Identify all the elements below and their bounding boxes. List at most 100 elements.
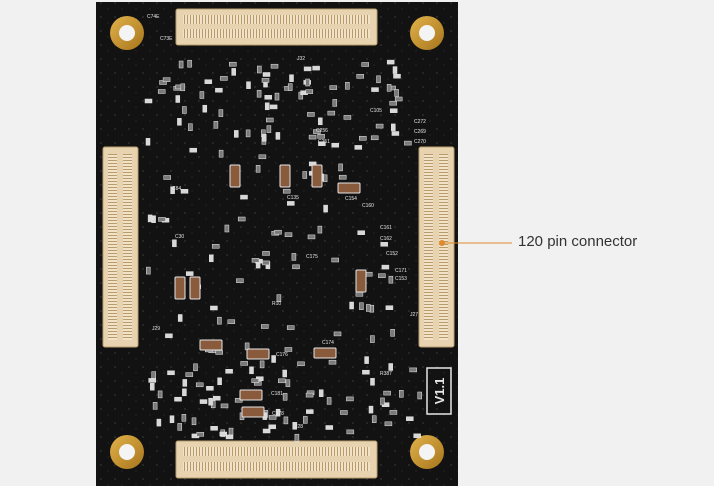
- smd-part: [220, 76, 228, 81]
- smd-part: [303, 416, 308, 424]
- smd-part: [282, 188, 291, 194]
- smd-part: [182, 106, 187, 114]
- smd-part: [394, 96, 403, 102]
- version-mark: V1.1: [426, 367, 452, 415]
- smd-part: [307, 234, 316, 240]
- silk-label: C105: [370, 108, 382, 114]
- smd-part: [261, 324, 269, 329]
- smd-part: [275, 408, 281, 417]
- smd-part: [383, 390, 391, 396]
- smd-part: [213, 121, 219, 129]
- smd-part: [391, 123, 396, 132]
- smd-part: [152, 402, 158, 410]
- capacitor: [279, 164, 291, 188]
- smd-part: [381, 264, 390, 270]
- smd-part: [343, 115, 352, 120]
- smd-part: [217, 316, 222, 325]
- version-mark-text: V1.1: [432, 378, 447, 405]
- smd-part: [389, 100, 397, 106]
- smd-part: [165, 333, 173, 339]
- smd-part: [146, 266, 151, 275]
- smd-part: [199, 399, 208, 404]
- smd-part: [271, 355, 276, 363]
- smd-part: [388, 275, 394, 284]
- smd-part: [270, 63, 279, 69]
- silk-label: C152: [386, 251, 398, 257]
- capacitor: [313, 347, 337, 359]
- silk-label: R10: [272, 301, 281, 307]
- smd-part: [209, 254, 214, 263]
- smd-part: [278, 378, 286, 384]
- smd-part: [169, 415, 175, 423]
- smd-part: [329, 85, 338, 90]
- smd-part: [346, 396, 354, 402]
- smd-part: [224, 224, 230, 233]
- smd-part: [362, 369, 370, 375]
- smd-part: [364, 356, 369, 364]
- capacitor: [174, 276, 186, 300]
- smd-part: [312, 65, 320, 71]
- smd-part: [266, 117, 274, 123]
- smd-part: [237, 216, 246, 222]
- smd-part: [356, 74, 364, 79]
- smd-part: [175, 95, 181, 103]
- smd-part: [371, 415, 377, 423]
- smd-part: [318, 117, 323, 126]
- smd-part: [380, 397, 385, 406]
- smd-part: [385, 305, 394, 310]
- smd-part: [227, 319, 236, 324]
- smd-part: [327, 110, 336, 116]
- smd-part: [346, 429, 355, 435]
- smd-part: [392, 66, 398, 74]
- smd-part: [391, 131, 400, 136]
- smd-part: [354, 145, 363, 150]
- smd-part: [220, 403, 229, 409]
- smd-part: [413, 433, 421, 439]
- smd-part: [404, 140, 412, 146]
- smd-part: [318, 141, 326, 146]
- silk-label: C174: [322, 340, 334, 346]
- smd-part: [307, 112, 315, 117]
- smd-part: [282, 393, 288, 401]
- smd-part: [326, 397, 332, 405]
- smd-part: [177, 423, 183, 431]
- smd-part: [157, 89, 166, 94]
- capacitor: [241, 406, 265, 418]
- silk-label: C74E: [147, 14, 160, 20]
- smd-part: [195, 382, 204, 388]
- smd-part: [289, 74, 294, 82]
- smd-part: [394, 89, 399, 97]
- smd-part: [285, 379, 291, 387]
- smd-part: [245, 129, 251, 138]
- connector-bottom: [175, 440, 378, 479]
- smd-part: [274, 92, 280, 101]
- smd-part: [268, 415, 277, 420]
- smd-part: [206, 386, 214, 391]
- smd-part: [150, 382, 155, 391]
- capacitor: [189, 276, 201, 300]
- silk-label: C270: [414, 139, 426, 145]
- smd-part: [215, 87, 223, 93]
- smd-part: [177, 314, 183, 322]
- smd-part: [210, 426, 218, 431]
- smd-part: [376, 75, 381, 84]
- capacitor: [311, 164, 323, 188]
- smd-part: [409, 367, 417, 373]
- smd-part: [340, 410, 348, 415]
- silk-label: C251: [318, 139, 330, 145]
- smd-part: [246, 81, 251, 89]
- smd-part: [156, 418, 162, 427]
- smd-part: [283, 416, 289, 425]
- smd-part: [345, 82, 350, 90]
- smd-part: [389, 108, 398, 113]
- smd-part: [338, 174, 347, 180]
- smd-part: [380, 242, 388, 247]
- connector-top: [175, 8, 378, 46]
- smd-part: [199, 91, 205, 99]
- silk-label: J32: [297, 56, 305, 62]
- smd-part: [144, 98, 153, 104]
- silk-label: C178: [272, 411, 284, 417]
- silk-label: C269: [414, 129, 426, 135]
- smd-part: [261, 78, 270, 83]
- smd-part: [386, 59, 395, 65]
